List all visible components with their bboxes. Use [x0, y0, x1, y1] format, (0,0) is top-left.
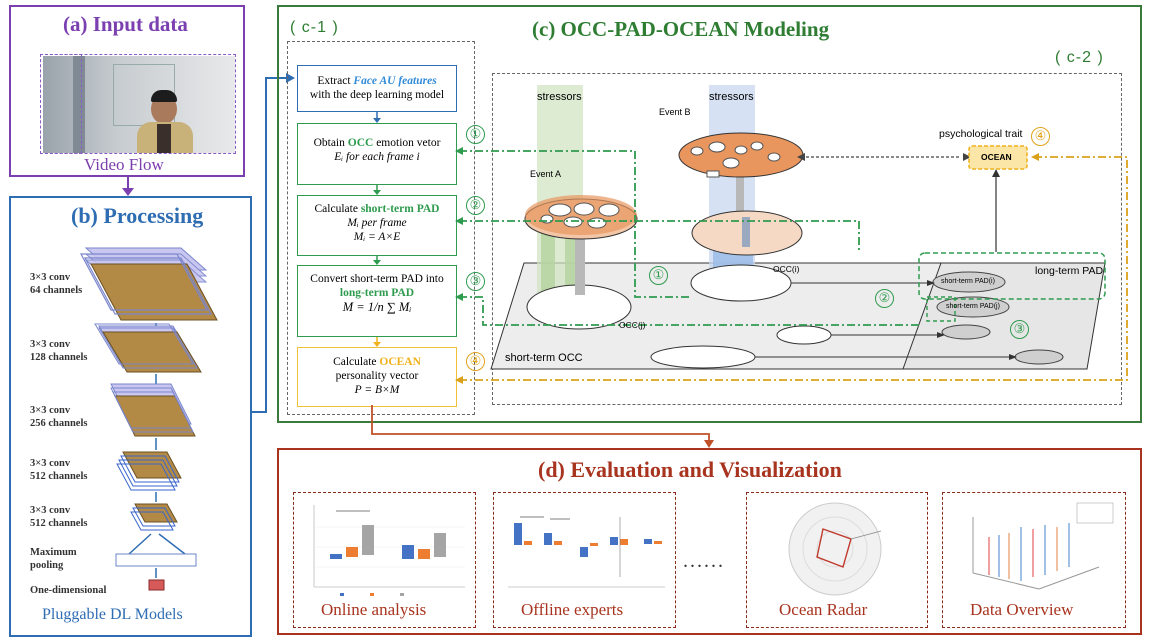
- processing-title: (b) Processing: [71, 203, 204, 228]
- marker-4-diagram: ④: [1031, 127, 1050, 146]
- offline-experts-thumb: [508, 516, 665, 588]
- video-flow-caption: Video Flow: [84, 155, 164, 174]
- marker-1-left: ①: [466, 125, 485, 144]
- conv-block-128: [94, 323, 202, 373]
- conv-block-64: [79, 247, 218, 321]
- stressors-b-label: stressors: [709, 91, 754, 103]
- step-long-term-pad: Convert short-term PAD into long-term PA…: [297, 265, 457, 337]
- evaluation-title: (d) Evaluation and Visualization: [538, 457, 842, 482]
- data-overview-thumb: [972, 502, 1114, 590]
- marker-4-left: ④: [466, 352, 485, 371]
- panel-evaluation: (d) Evaluation and Visualization Online …: [277, 448, 1142, 635]
- occ-i-label: OCC(i): [773, 264, 800, 274]
- ocean-box-label: OCEAN: [981, 152, 1012, 162]
- step-obtain-occ: Obtain OCC emotion vetor Eᵢ for each fra…: [297, 123, 457, 185]
- arrow-a-to-b: [122, 176, 134, 196]
- long-term-pad-label: long-term PAD: [1035, 265, 1104, 277]
- ocean-radar-thumb: [788, 502, 882, 596]
- c2-container: [492, 73, 1122, 405]
- step-extract-features: Extract Face AU features with the deep l…: [297, 65, 457, 112]
- max-pooling-bar: [115, 553, 197, 567]
- occ-j-label: OCC(j): [619, 320, 646, 330]
- c1-label: ( c-1 ): [290, 19, 339, 36]
- conv-block-512-a: [116, 451, 182, 491]
- marker-2-diagram: ②: [875, 289, 894, 308]
- marker-2-left: ②: [466, 196, 485, 215]
- step-ocean: Calculate OCEAN personality vector P = B…: [297, 347, 457, 407]
- ocean-radar-label: Ocean Radar: [779, 600, 868, 619]
- more-items-dots: ......: [683, 550, 725, 572]
- event-a-label: Event A: [530, 169, 562, 179]
- online-analysis-thumb: [313, 505, 465, 596]
- marker-3-left: ③: [466, 272, 485, 291]
- modeling-title: (c) OCC-PAD-OCEAN Modeling: [532, 17, 830, 41]
- c1-flow-arrows: [373, 112, 381, 347]
- panel-input-data: (a) Input data Video Flow: [9, 5, 245, 177]
- marker-1-diagram: ①: [649, 266, 668, 285]
- short-term-occ-label: short-term OCC: [505, 352, 583, 364]
- c2-diagram: [455, 85, 1128, 384]
- step-short-term-pad: Calculate short-term PAD Mᵢ per frame Mᵢ…: [297, 195, 457, 256]
- offline-experts-label: Offline experts: [521, 600, 624, 619]
- flatten-bar: [148, 579, 165, 591]
- arrow-c-to-d: [371, 405, 714, 448]
- online-analysis-card: Online analysis: [293, 492, 476, 628]
- offline-experts-card: Offline experts: [493, 492, 676, 628]
- panel-modeling: (c) OCC-PAD-OCEAN Modeling ( c-1 ) ( c-2…: [277, 5, 1142, 423]
- data-overview-label: Data Overview: [970, 600, 1074, 619]
- c1-container: [287, 41, 475, 415]
- online-analysis-label: Online analysis: [321, 600, 427, 619]
- psych-trait-label: psychological trait: [939, 128, 1023, 140]
- data-overview-card: Data Overview: [942, 492, 1126, 628]
- video-frame-image: [43, 56, 235, 153]
- short-term-pad-i-label: short-term PAD(i): [941, 278, 995, 285]
- conv-block-512-b: [130, 503, 178, 531]
- c2-label: ( c-2 ): [1055, 49, 1104, 66]
- cnn-diagram: [79, 247, 218, 591]
- flatten-label: One-dimensional: [30, 585, 107, 596]
- pluggable-caption: Pluggable DL Models: [42, 606, 183, 623]
- short-term-pad-j-label: short-term PAD(j): [946, 303, 1000, 310]
- marker-3-diagram: ③: [1010, 320, 1029, 339]
- panel-processing: (b) Processing: [9, 196, 252, 637]
- event-b-label: Event B: [659, 107, 691, 117]
- stressors-a-label: stressors: [537, 91, 582, 103]
- ocean-radar-card: Ocean Radar: [746, 492, 928, 628]
- conv-block-256: [110, 383, 196, 437]
- input-data-title: (a) Input data: [63, 12, 188, 36]
